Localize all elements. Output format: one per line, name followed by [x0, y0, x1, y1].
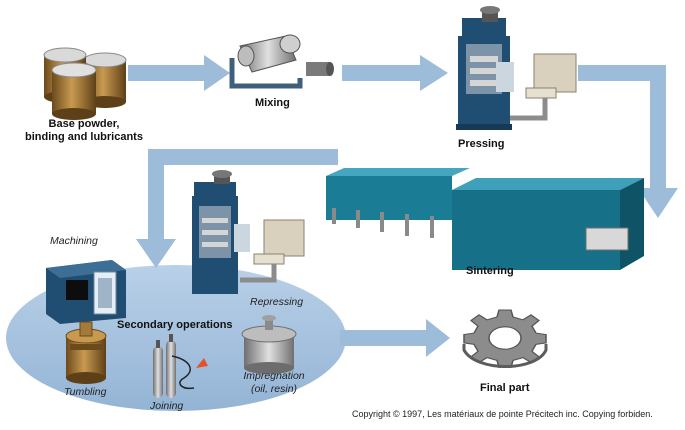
arrow-secondary-to-final	[340, 319, 450, 357]
gas-cylinders-icon	[153, 334, 208, 398]
label-mixing: Mixing	[255, 97, 290, 109]
label-sintering: Sintering	[466, 265, 514, 277]
label-impregnation-line-2: (oil, resin)	[250, 383, 298, 395]
gear-icon	[462, 309, 548, 368]
impregnation-tank-icon	[241, 315, 297, 374]
label-impregnation: Impregnation (oil, resin)	[228, 370, 320, 396]
press-icon	[456, 6, 577, 130]
arrow-sintering-to-secondary	[136, 149, 338, 268]
repress-icon	[192, 170, 305, 294]
copyright-notice: Copyright © 1997, Les matériaux de point…	[352, 409, 653, 419]
tumbler-icon	[65, 321, 107, 384]
label-impregnation-line-1: Impregnation	[243, 370, 305, 382]
arrow-powder-to-mixing	[128, 55, 230, 91]
label-base-powder: Base powder, binding and lubricants	[24, 118, 144, 144]
flow-arrows	[128, 55, 678, 357]
sintering-furnace-icon	[326, 168, 644, 270]
label-joining: Joining	[150, 400, 184, 412]
mixer-icon	[229, 34, 334, 89]
label-secondary-operations: Secondary operations	[117, 319, 233, 331]
label-machining: Machining	[50, 235, 98, 247]
label-pressing: Pressing	[458, 138, 505, 150]
arrow-pressing-to-sintering	[578, 65, 678, 218]
powder-cans-icon	[43, 47, 127, 120]
label-base-powder-line-1: Base powder,	[48, 118, 120, 130]
arrow-mixing-to-pressing	[342, 55, 448, 91]
label-repressing: Repressing	[250, 296, 304, 308]
cnc-machine-icon	[46, 260, 126, 324]
label-final-part: Final part	[480, 382, 530, 394]
label-tumbling: Tumbling	[64, 386, 107, 398]
label-base-powder-line-2: binding and lubricants	[25, 131, 143, 143]
